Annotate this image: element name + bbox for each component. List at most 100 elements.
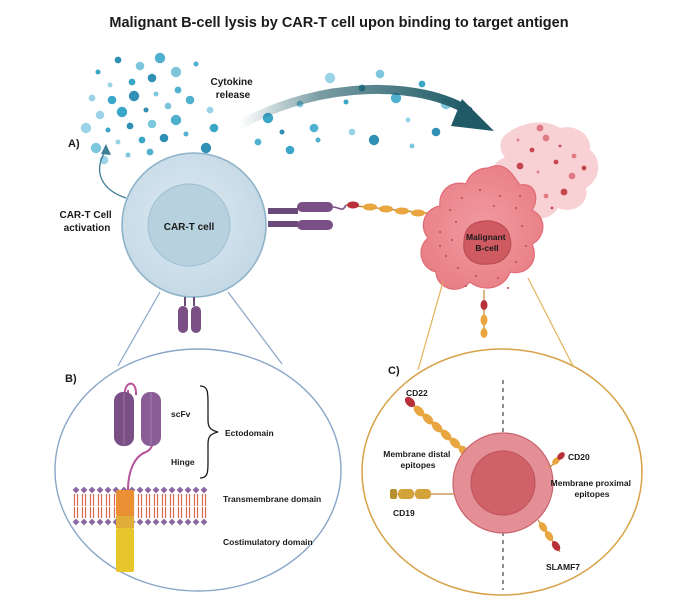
- cytokine-dot: [170, 114, 182, 126]
- cytokine-dot: [80, 122, 92, 134]
- bcell-dot: [525, 245, 527, 247]
- membrane-distal-label: Membrane distal epitopes: [383, 449, 452, 470]
- bcell-dot: [507, 287, 509, 289]
- cytokine-dot: [138, 136, 146, 144]
- cd20-antigen: [548, 452, 565, 469]
- activation-label: CAR-T Cell activation: [59, 210, 114, 234]
- cytokine-dot: [154, 52, 166, 64]
- lipid-head: [80, 486, 88, 494]
- car-receptor-bottom: [178, 297, 201, 333]
- lipid-head: [96, 486, 104, 494]
- cytokine-dot: [418, 80, 426, 88]
- cytokine-dot: [164, 102, 172, 110]
- cytokine-dot: [128, 90, 140, 102]
- debris-dot: [529, 147, 535, 153]
- bcell-dot: [465, 285, 467, 287]
- cytokine-release-label: Cytokine release: [210, 77, 255, 101]
- cytokine-dot: [209, 123, 219, 133]
- bcell-surface-antigen: [480, 290, 488, 338]
- cytokine-dot: [309, 123, 319, 133]
- cytokine-dot: [324, 72, 336, 84]
- slamf7-antigen: [537, 519, 561, 553]
- debris-dot: [543, 193, 549, 199]
- cytokine-release-arrow: [237, 84, 473, 129]
- cytokine-particles: [80, 52, 452, 165]
- cytokine-dot: [390, 92, 402, 104]
- cytokine-dot: [375, 69, 385, 79]
- debris-dot: [558, 144, 562, 148]
- bcell-dot: [519, 195, 521, 197]
- panel-a-label: A): [68, 138, 80, 150]
- cytokine-dot: [185, 95, 195, 105]
- bcell-dot: [499, 195, 501, 197]
- lipid-head: [152, 518, 160, 526]
- costimulatory-label: Costimulatory domain: [223, 537, 313, 547]
- bcell-dots: [439, 189, 527, 289]
- bcell-nucleus: [463, 220, 512, 265]
- ectodomain-label: Ectodomain: [225, 428, 274, 438]
- lipid-head: [104, 518, 112, 526]
- activation-arrow: [98, 149, 127, 199]
- target-antigen-chain: [345, 201, 437, 217]
- debris-dot: [516, 162, 524, 170]
- bcell-dot: [515, 207, 517, 209]
- cd22-label: CD22: [406, 388, 428, 398]
- cytokine-dot: [285, 145, 295, 155]
- bcell-dot: [451, 239, 453, 241]
- cytokine-dot: [135, 61, 145, 71]
- cytokine-dot: [95, 110, 105, 120]
- cytokine-dot: [147, 119, 157, 129]
- cytokine-dot: [183, 131, 189, 137]
- bcell-dot: [479, 189, 481, 191]
- lipid-head: [160, 486, 168, 494]
- cytokine-dot: [146, 148, 154, 156]
- lipid-head: [176, 518, 184, 526]
- cytokine-dot: [200, 142, 212, 154]
- bcell-dot: [521, 225, 523, 227]
- lipid-head: [80, 518, 88, 526]
- panel-b-zoom-circle: [54, 348, 342, 592]
- lipid-head: [72, 518, 80, 526]
- cytokine-dot: [147, 73, 157, 83]
- lipid-head: [136, 518, 144, 526]
- cytokine-dot: [105, 127, 111, 133]
- car-structure: [114, 382, 161, 572]
- lipid-head: [152, 486, 160, 494]
- bcell-dot: [455, 221, 457, 223]
- ectodomain-bracket: [199, 385, 219, 479]
- lipid-head: [160, 518, 168, 526]
- lipid-head: [144, 486, 152, 494]
- cytokine-dot: [125, 152, 131, 158]
- cart-cell-label: CAR-T cell: [164, 222, 215, 233]
- cytokine-dot: [107, 82, 113, 88]
- debris-dot: [536, 124, 544, 132]
- cytokine-dot: [128, 78, 136, 86]
- lipid-head: [96, 518, 104, 526]
- activation-arrowhead: [101, 144, 111, 155]
- cytokine-dot: [90, 142, 102, 154]
- bcell-dot: [475, 275, 477, 277]
- cd19-antigen: [390, 489, 454, 499]
- lipid-head: [184, 518, 192, 526]
- cytokine-dot: [115, 139, 121, 145]
- cd19-label: CD19: [393, 508, 415, 518]
- cytokine-dot: [95, 69, 101, 75]
- cytokine-dot: [206, 106, 214, 114]
- cytokine-dot: [126, 122, 134, 130]
- cytokine-dot: [431, 127, 441, 137]
- lipid-head: [144, 518, 152, 526]
- cytokine-dot: [254, 138, 262, 146]
- cytokine-dot: [114, 56, 122, 64]
- cytokine-dot: [368, 134, 380, 146]
- cart-nucleus: [147, 183, 231, 267]
- zoom-lines: [117, 277, 576, 371]
- debris-dot: [571, 153, 577, 159]
- bcell-dot: [497, 277, 499, 279]
- lipid-head: [184, 486, 192, 494]
- bcell-dot: [439, 231, 441, 233]
- lipid-head: [192, 518, 200, 526]
- cytokine-dot: [174, 86, 182, 94]
- debris-dot: [550, 206, 554, 210]
- debris-dot: [536, 170, 540, 174]
